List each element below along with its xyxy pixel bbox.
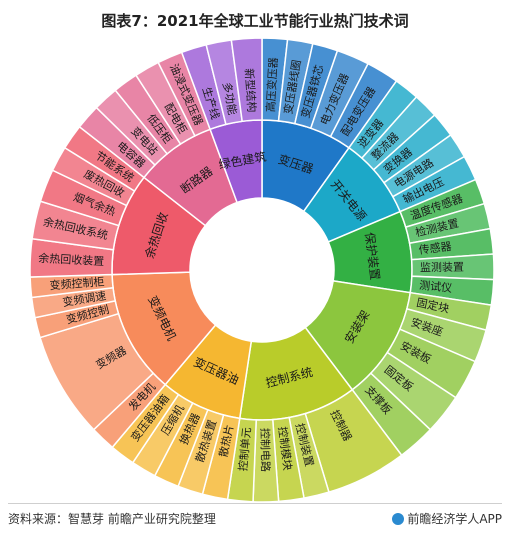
inner-label-2: 保护装置 xyxy=(362,232,382,281)
outer-ring xyxy=(29,37,495,503)
outer-label-2-2: 传感器 xyxy=(418,240,452,257)
outer-label-3-0: 固定块 xyxy=(415,295,450,315)
outer-label-9-2: 新型结构 xyxy=(242,68,259,113)
brand-label: 前瞻经济学人APP xyxy=(407,512,502,526)
chart-title: 图表7：2021年全球工业节能行业热门技术词 xyxy=(101,12,409,30)
brand-logo-icon xyxy=(392,513,405,525)
outer-label-4-3: 控制电路 xyxy=(258,428,273,472)
outer-segment-9-2 xyxy=(230,37,263,123)
outer-label-2-4: 测试仪 xyxy=(419,279,453,295)
outer-label-4-2: 控制模块 xyxy=(276,426,295,471)
center-hole xyxy=(191,199,333,341)
outer-label-7-0: 余热回收装置 xyxy=(38,251,105,268)
outer-label-5-0: 散热片 xyxy=(216,423,236,458)
footer-divider xyxy=(8,503,502,504)
outer-label-2-3: 监测装置 xyxy=(420,261,464,275)
outer-label-0-0: 高压变压器 xyxy=(263,57,280,113)
outer-label-6-4: 变频控制柜 xyxy=(49,274,105,292)
outer-label-9-1: 多功能 xyxy=(220,81,240,116)
brand-credit: 前瞻经济学人APP xyxy=(392,510,502,527)
source-note: 资料来源：智慧芽 前瞻产业研究院整理 xyxy=(8,512,216,526)
outer-label-4-4: 控制单元 xyxy=(236,427,254,472)
